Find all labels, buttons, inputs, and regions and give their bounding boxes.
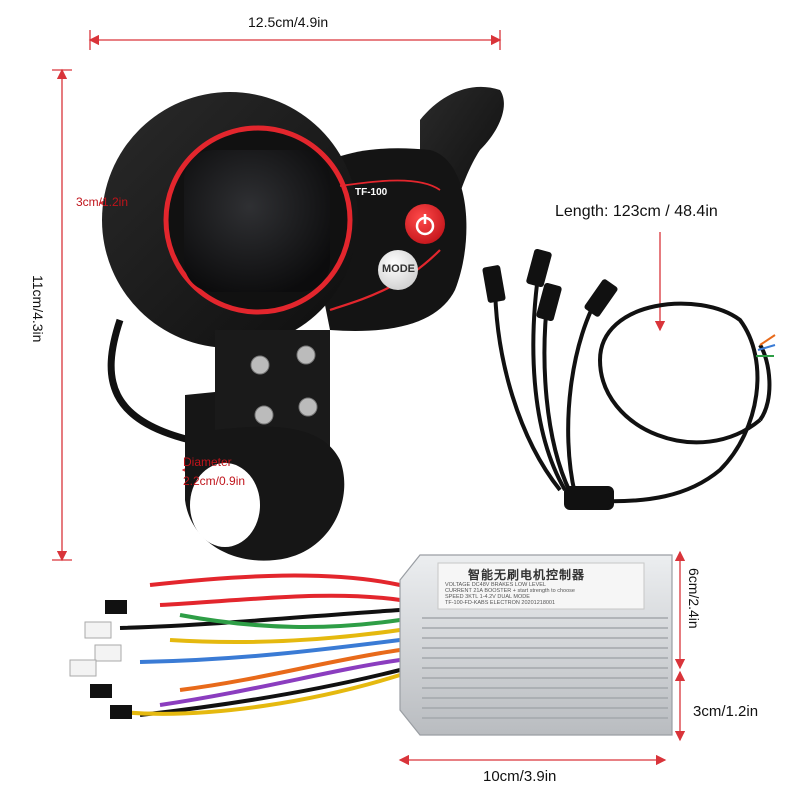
- connector-plugs: [482, 248, 618, 322]
- dimension-lines: [52, 30, 686, 766]
- display-cable: [107, 318, 191, 444]
- clamp-diameter-label-1: Diameter: [183, 455, 232, 469]
- controller-title: 智能无刷电机控制器: [468, 568, 586, 582]
- harness-connector: [564, 486, 614, 510]
- harness-wire-ends: [756, 334, 776, 357]
- controller-width-label: 10cm/3.9in: [483, 768, 557, 785]
- cable-length-label: Length: 123cm / 48.4in: [555, 203, 718, 220]
- heatsink-fins: [422, 617, 668, 719]
- controller-label-line: VOLTAGE DC48V BRAKES LOW LEVEL: [445, 582, 546, 588]
- display-width-label: 12.5cm/4.9in: [248, 14, 329, 30]
- controller-label: [437, 562, 645, 610]
- display-height-label: 11cm/4.3in: [30, 275, 46, 343]
- clamp-diameter-label-2: 2.2cm/0.9in: [183, 474, 246, 488]
- screen-margin-label: 3cm/1.2in: [76, 195, 129, 209]
- controller-label-line: TF-100-FD-KABS ELECTRON 20201218001: [445, 600, 556, 606]
- controller-height-label: 6cm/2.4in: [686, 568, 702, 629]
- controller-wires: [119, 573, 401, 717]
- clamp-hole: [190, 463, 260, 547]
- mode-button-label: MODE: [382, 263, 415, 275]
- cable-harness: [493, 261, 772, 510]
- bolt: [250, 355, 270, 375]
- controller-connectors: [69, 600, 132, 719]
- display-model-label: TF-100: [355, 187, 388, 198]
- mode-button: [378, 250, 418, 290]
- controller-depth-label: 3cm/1.2in: [693, 703, 759, 720]
- controller-label-line: SPEED 3KTL 1-4.2V DUAL MODE: [445, 594, 530, 600]
- motor-controller: [399, 554, 673, 736]
- lcd-screen: [184, 150, 330, 292]
- controller-label-line: CURRENT 21A BOOSTER + start strength to …: [445, 588, 575, 594]
- tf100-display-unit: [102, 86, 504, 561]
